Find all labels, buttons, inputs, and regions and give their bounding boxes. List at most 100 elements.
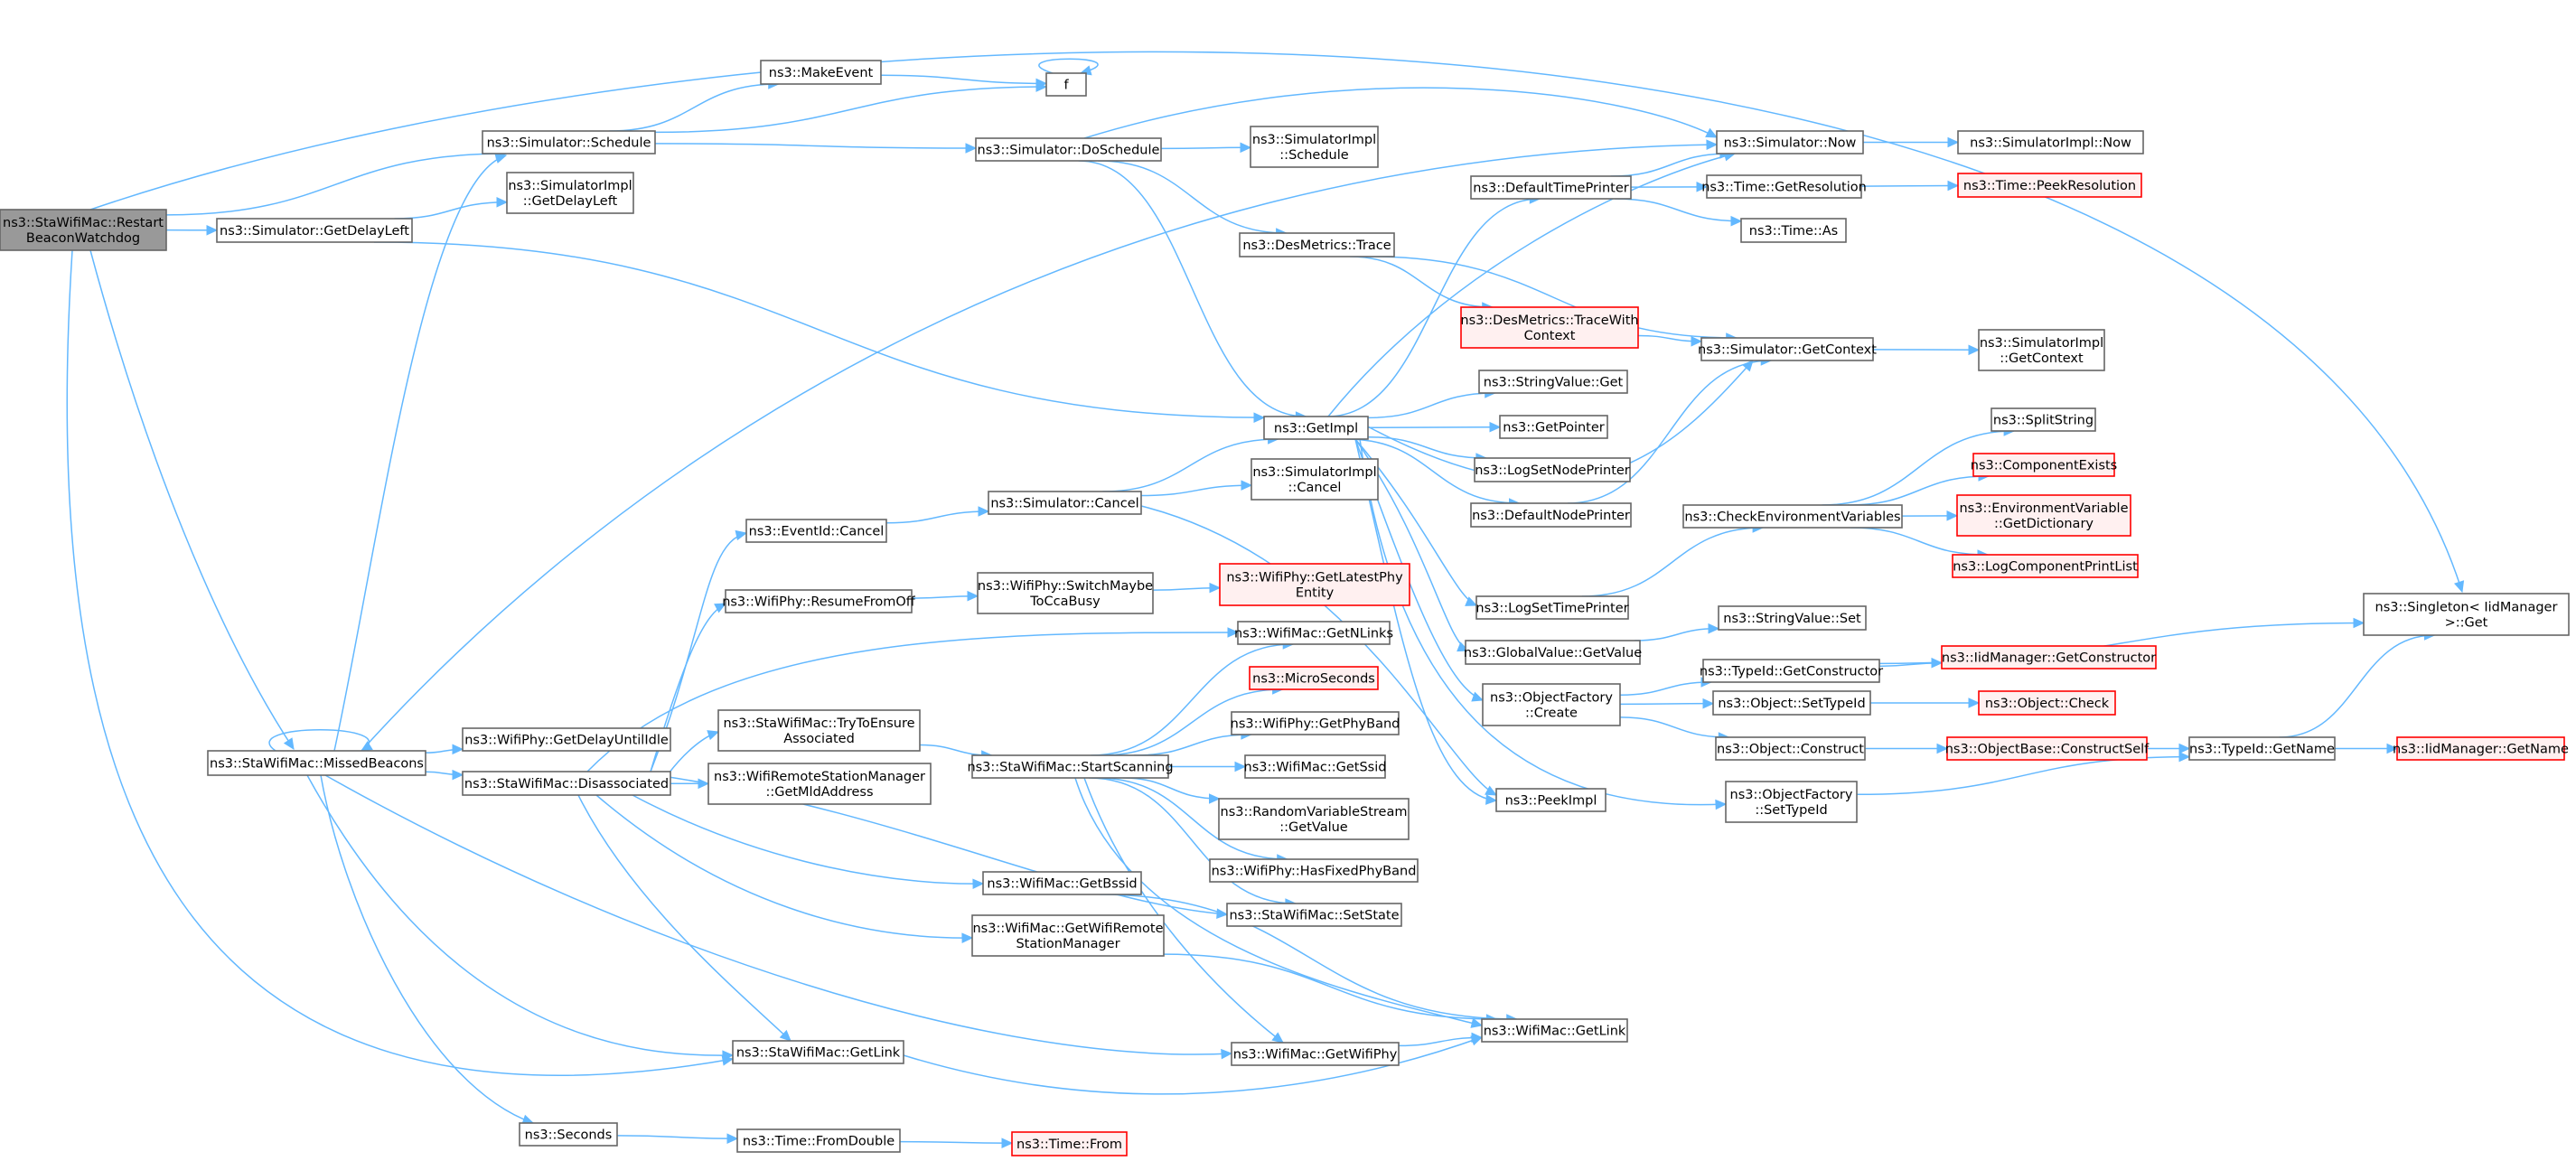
node-implnow[interactable]: ns3::SimulatorImpl::Now — [1957, 130, 2144, 154]
node-box — [1499, 415, 1608, 439]
edge-line — [165, 153, 507, 216]
node-objectsettypeid[interactable]: ns3::Object::SetTypeId — [1712, 690, 1871, 716]
node-iidgetconstructor[interactable]: ns3::IidManager::GetConstructor — [1941, 645, 2157, 669]
node-box — [1219, 563, 1410, 606]
node-startscanning[interactable]: ns3::StaWifiMac::StartScanning — [967, 754, 1174, 779]
node-getmldaddress[interactable]: ns3::WifiRemoteStationManager::GetMldAdd… — [707, 763, 932, 805]
node-label: ns3::WifiMac::GetWifiRemote — [972, 922, 1163, 936]
node-getssid[interactable]: ns3::WifiMac::GetSsid — [1244, 754, 1387, 779]
node-box — [1482, 683, 1621, 726]
node-singleton[interactable]: ns3::Singleton< IidManager>::Get — [2363, 593, 2570, 636]
node-implgetdelayleft[interactable]: ns3::SimulatorImpl::GetDelayLeft — [506, 172, 634, 214]
node-timefrom[interactable]: ns3::Time::From — [1011, 1131, 1128, 1156]
node-getpointer[interactable]: ns3::GetPointer — [1499, 415, 1608, 439]
node-label: ns3::SimulatorImpl — [1980, 336, 2103, 351]
node-getlink_wifi[interactable]: ns3::WifiMac::GetLink — [1481, 1018, 1628, 1043]
node-resumefromoff[interactable]: ns3::WifiPhy::ResumeFromOff — [722, 589, 916, 613]
node-getimpl[interactable]: ns3::GetImpl — [1263, 416, 1369, 440]
node-label: ns3::PeekImpl — [1505, 794, 1597, 809]
edge-arrowhead — [1730, 215, 1743, 227]
node-iidgetname[interactable]: ns3::IidManager::GetName — [2393, 736, 2569, 761]
node-label: ns3::EventId::Cancel — [749, 525, 885, 539]
node-disassociated[interactable]: ns3::StaWifiMac::Disassociated — [462, 771, 671, 796]
node-splitstring[interactable]: ns3::SplitString — [1991, 407, 2096, 432]
node-objectcheck[interactable]: ns3::Object::Check — [1978, 690, 2116, 716]
node-seconds[interactable]: ns3::Seconds — [519, 1122, 618, 1147]
node-logcomponentprintlist[interactable]: ns3::LogComponentPrintList — [1952, 554, 2139, 578]
node-desmetrics[interactable]: ns3::DesMetrics::Trace — [1239, 232, 1395, 257]
node-typeidgetconstructor[interactable]: ns3::TypeId::GetConstructor — [1700, 659, 1883, 683]
node-componentexists[interactable]: ns3::ComponentExists — [1971, 453, 2118, 477]
node-setstate[interactable]: ns3::StaWifiMac::SetState — [1226, 903, 1402, 927]
node-defaulttimeprinter[interactable]: ns3::DefaultTimePrinter — [1470, 175, 1632, 200]
node-getdelayleft[interactable]: ns3::Simulator::GetDelayLeft — [216, 218, 413, 243]
node-makeevent[interactable]: ns3::MakeEvent — [760, 60, 882, 85]
node-constructself[interactable]: ns3::ObjectBase::ConstructSelf — [1945, 736, 2150, 761]
node-timeas[interactable]: ns3::Time::As — [1740, 218, 1847, 243]
edge-line — [1346, 438, 1520, 504]
node-peekimpl[interactable]: ns3::PeekImpl — [1495, 788, 1606, 812]
node-f[interactable]: f — [1045, 72, 1087, 97]
node-box — [2363, 593, 2570, 636]
node-microseconds[interactable]: ns3::MicroSeconds — [1249, 666, 1379, 690]
node-typeidgetname[interactable]: ns3::TypeId::GetName — [2188, 736, 2336, 761]
node-rvsgetvalue[interactable]: ns3::RandomVariableStream::GetValue — [1218, 798, 1410, 840]
node-box — [1957, 173, 2142, 198]
node-getcontext[interactable]: ns3::Simulator::GetContext — [1698, 337, 1877, 361]
node-implgetcontext[interactable]: ns3::SimulatorImpl::GetContext — [1978, 329, 2105, 371]
node-eventidcancel[interactable]: ns3::EventId::Cancel — [745, 519, 887, 543]
node-stringvalueget[interactable]: ns3::StringValue::Get — [1478, 370, 1628, 394]
edge-constructself-to-typeidgetname — [2147, 743, 2191, 754]
edge-typeidgetname-to-singleton — [2279, 630, 2436, 738]
node-label: ns3::WifiPhy::GetLatestPhy — [1226, 571, 1403, 585]
node-label: ns3::LogSetNodePrinter — [1475, 463, 1630, 478]
node-box — [1045, 72, 1087, 97]
node-peekresolution[interactable]: ns3::Time::PeekResolution — [1957, 173, 2142, 198]
node-label: ::GetContext — [2000, 351, 2084, 366]
node-checkenv[interactable]: ns3::CheckEnvironmentVariables — [1682, 504, 1903, 529]
node-envgetdict[interactable]: ns3::EnvironmentVariable::GetDictionary — [1956, 494, 2131, 537]
node-getbssid[interactable]: ns3::WifiMac::GetBssid — [982, 871, 1142, 895]
edge-arrowhead — [967, 590, 979, 602]
node-objectfactorycreate[interactable]: ns3::ObjectFactory::Create — [1482, 683, 1621, 726]
node-schedule[interactable]: ns3::Simulator::Schedule — [482, 130, 656, 154]
node-getnlinks[interactable]: ns3::WifiMac::GetNLinks — [1234, 621, 1393, 645]
node-stringvalueset[interactable]: ns3::StringValue::Set — [1718, 605, 1867, 631]
node-label: ::Create — [1525, 707, 1578, 721]
node-hasfixedphyband[interactable]: ns3::WifiPhy::HasFixedPhyBand — [1209, 858, 1419, 883]
edge-getcontext-to-implgetcontext — [1872, 344, 1981, 356]
node-implcancel[interactable]: ns3::SimulatorImpl::Cancel — [1251, 458, 1379, 501]
node-getlink_sta[interactable]: ns3::StaWifiMac::GetLink — [732, 1040, 904, 1064]
node-getdelayuntilidle[interactable]: ns3::WifiPhy::GetDelayUntilIdle — [462, 727, 671, 752]
node-simcancel[interactable]: ns3::Simulator::Cancel — [988, 491, 1142, 515]
node-now[interactable]: ns3::Simulator::Now — [1716, 130, 1864, 154]
node-defaultnodeprinter[interactable]: ns3::DefaultNodePrinter — [1470, 502, 1632, 528]
edge-line — [609, 83, 779, 132]
node-logsetnodeprinter[interactable]: ns3::LogSetNodePrinter — [1474, 457, 1631, 482]
node-getphyband[interactable]: ns3::WifiPhy::GetPhyBand — [1231, 711, 1400, 735]
node-label: ns3::IidManager::GetConstructor — [1942, 651, 2156, 666]
edge-arrowhead — [1696, 182, 1709, 192]
node-getresolution[interactable]: ns3::Time::GetResolution — [1701, 174, 1867, 199]
node-doschedule[interactable]: ns3::Simulator::DoSchedule — [975, 137, 1162, 162]
edge-globalvaluegetvalue-to-stringvalueset — [1635, 623, 1720, 641]
node-implschedule[interactable]: ns3::SimulatorImpl::Schedule — [1250, 126, 1379, 168]
edge-line — [1568, 360, 1772, 504]
node-globalvaluegetvalue[interactable]: ns3::GlobalValue::GetValue — [1464, 640, 1642, 665]
node-box — [1941, 645, 2157, 669]
edge-disassociated-to-getlink_sta — [577, 794, 792, 1042]
node-label: ns3::CheckEnvironmentVariables — [1684, 510, 1900, 525]
node-ofsettypeid[interactable]: ns3::ObjectFactory::SetTypeId — [1725, 781, 1858, 823]
node-objectconstruct[interactable]: ns3::Object::Construct — [1715, 736, 1866, 761]
node-getremotestationmgr[interactable]: ns3::WifiMac::GetWifiRemoteStationManage… — [971, 914, 1165, 957]
node-getwifiphy[interactable]: ns3::WifiMac::GetWifiPhy — [1231, 1042, 1400, 1066]
node-label: ns3::Simulator::Cancel — [990, 497, 1138, 511]
node-logsettimeprinter[interactable]: ns3::LogSetTimePrinter — [1475, 595, 1629, 620]
node-missedbeacons[interactable]: ns3::StaWifiMac::MissedBeacons — [207, 750, 426, 776]
node-fromdouble[interactable]: ns3::Time::FromDouble — [736, 1128, 901, 1153]
